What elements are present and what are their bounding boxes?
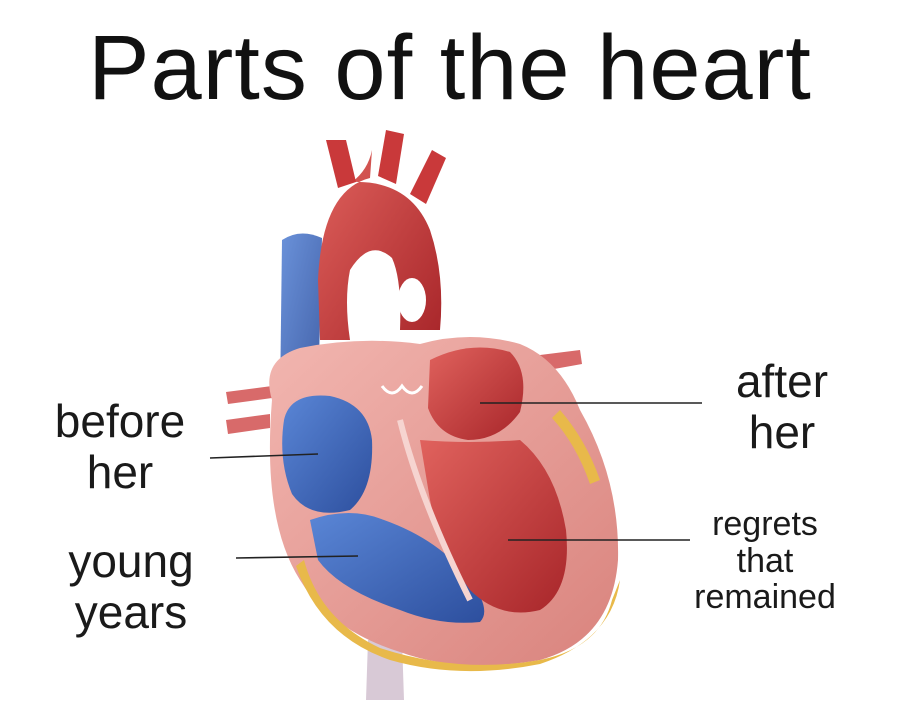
aortic-branch	[378, 130, 404, 184]
label-text: remained	[694, 578, 836, 617]
label-text: regrets	[712, 505, 818, 543]
label-before-her: before her	[40, 396, 200, 497]
label-text: her	[86, 445, 154, 498]
pulmonary-vein	[226, 414, 270, 434]
aortic-opening	[398, 278, 426, 322]
septum	[397, 419, 473, 602]
epicardial-fat	[552, 410, 600, 484]
label-text: after	[735, 355, 829, 407]
label-text: young	[68, 535, 194, 587]
label-after-her: after her	[712, 356, 852, 457]
left-atrium	[428, 347, 524, 440]
right-atrium	[282, 395, 373, 513]
leader-line-young-years	[235, 555, 359, 559]
aortic-valve	[380, 383, 424, 395]
right-ventricle	[310, 513, 485, 623]
leader-line-before-her	[209, 453, 319, 459]
label-text: her	[748, 405, 816, 458]
label-text: that	[736, 541, 794, 580]
page-title: Parts of the heart	[88, 17, 812, 119]
pulmonary-vein	[226, 386, 272, 404]
label-regrets-that-remained: regrets that remained	[680, 506, 850, 616]
label-text: before	[54, 395, 186, 447]
aortic-branch	[410, 150, 446, 204]
label-text: years	[74, 585, 188, 638]
aortic-branch	[326, 140, 356, 188]
label-young-years: young years	[46, 536, 216, 637]
